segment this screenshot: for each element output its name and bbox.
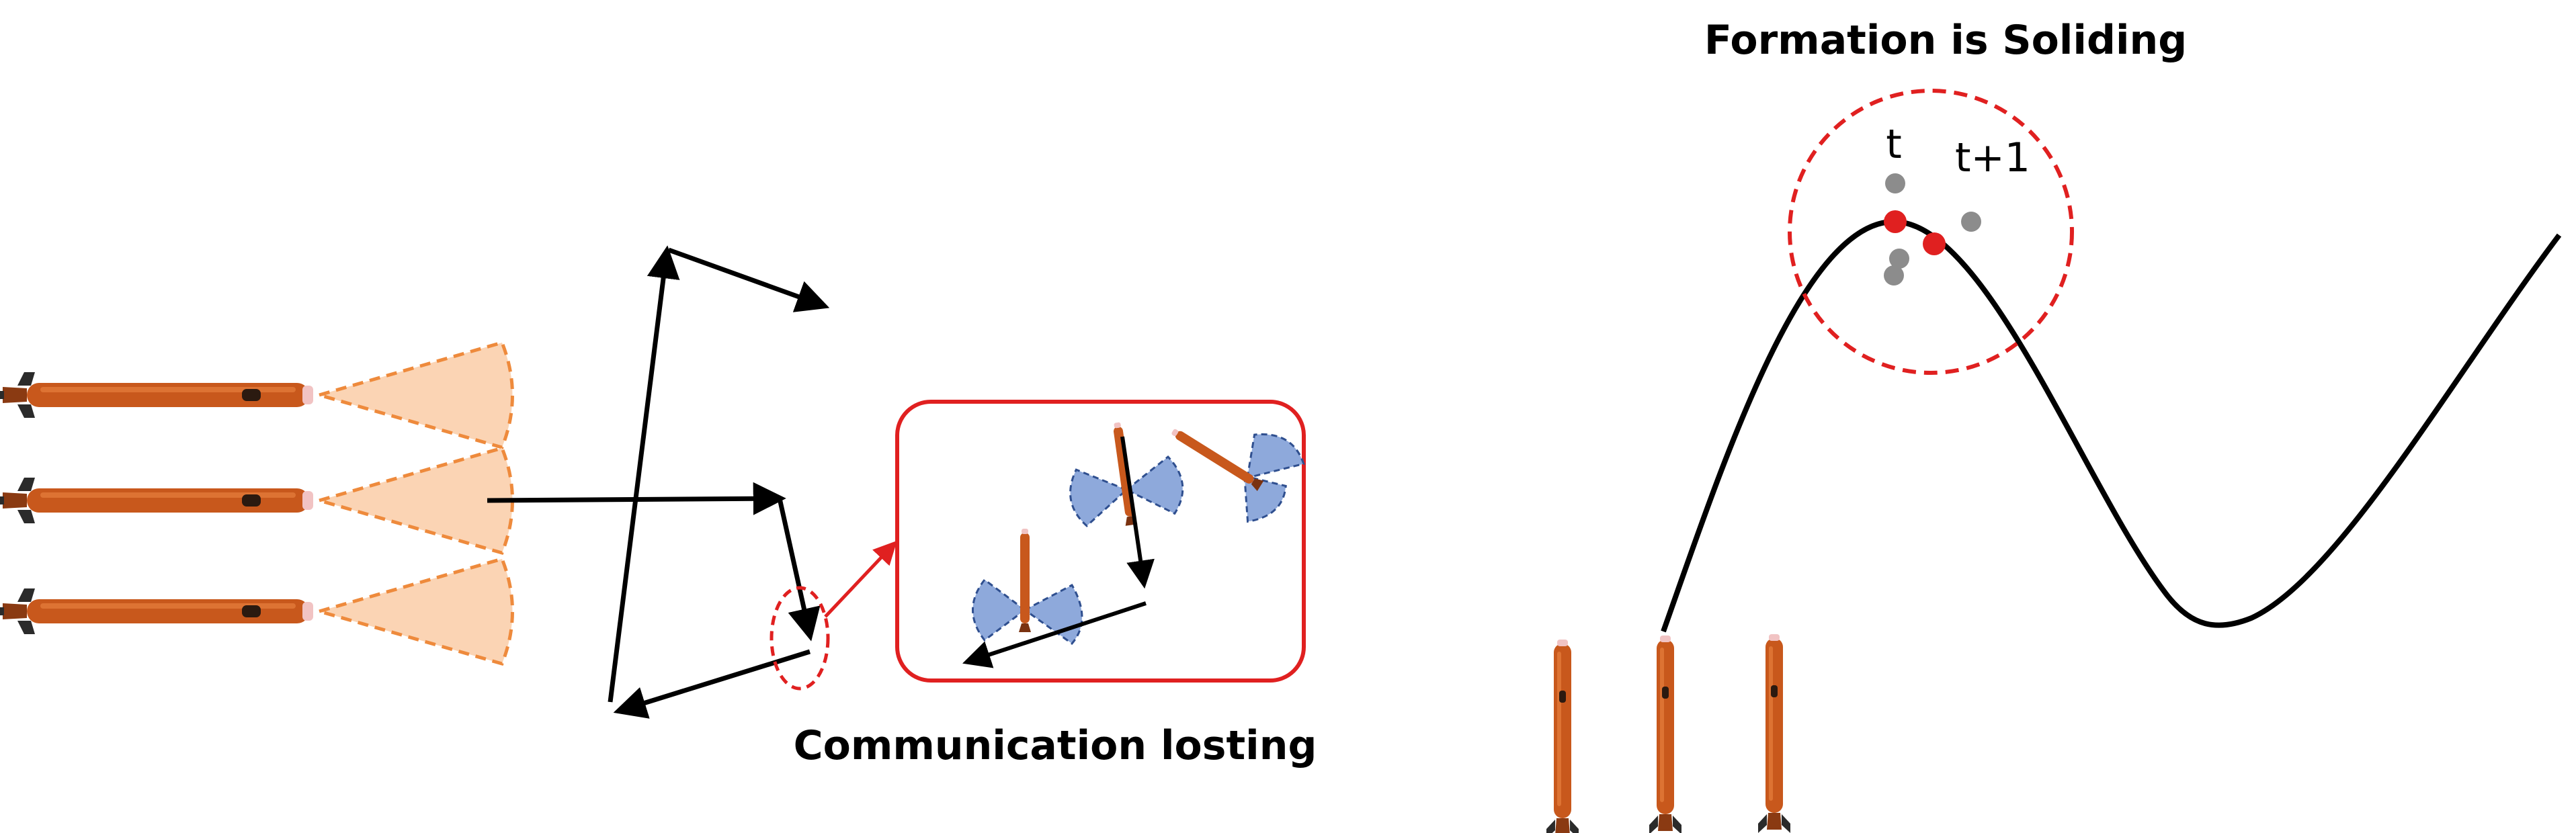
formation-region-circle — [1788, 89, 2074, 375]
auv-icon — [0, 445, 514, 556]
label-t: t — [1886, 121, 1902, 168]
red-point — [1923, 232, 1946, 255]
gray-point — [1889, 249, 1909, 269]
auv-icon — [1546, 640, 1579, 833]
caption-communication-losting: Communication losting — [794, 722, 1317, 769]
zoom-arrow — [824, 540, 897, 618]
auv-icon — [0, 340, 514, 450]
auv-group-left — [0, 340, 514, 666]
sensor-cone-icon — [313, 445, 514, 556]
formation-points — [1884, 173, 1981, 286]
sensor-cone-icon — [313, 556, 514, 666]
auv-icon — [1758, 634, 1790, 833]
gray-point — [1961, 212, 1981, 232]
auv-icon — [1649, 635, 1681, 833]
sensor-cone-icon — [1246, 433, 1305, 480]
red-point — [1884, 210, 1907, 233]
gray-point — [1884, 265, 1904, 286]
auv-group-right — [1546, 634, 1790, 833]
sensor-cone-icon — [1124, 455, 1184, 515]
auv-icon — [1169, 426, 1305, 523]
trajectory-arrows — [487, 245, 830, 719]
sensor-cone-icon — [313, 340, 514, 450]
communication-loss-marker — [770, 586, 830, 691]
auv-icon — [1069, 421, 1184, 527]
sensor-cone-icon — [972, 578, 1027, 642]
formation-trajectory-curve — [1661, 218, 2562, 633]
caption-formation-is-soliding: Formation is Soliding — [1704, 17, 2187, 64]
label-t-plus-1: t+1 — [1955, 134, 2030, 181]
auv-icon — [0, 556, 514, 666]
communication-loss-inset — [895, 400, 1306, 683]
gray-point — [1885, 173, 1905, 193]
sensor-cone-icon — [1069, 468, 1129, 527]
